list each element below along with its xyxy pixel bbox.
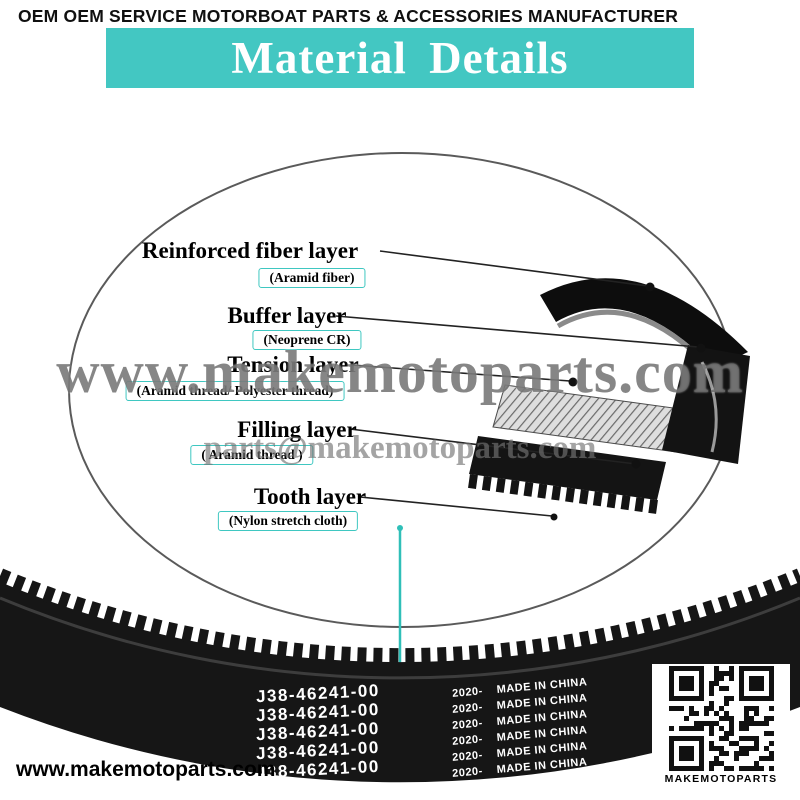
qr-code-label: MAKEMOTOPARTS — [664, 773, 778, 785]
belt-year-code: 2020- — [451, 765, 484, 780]
belt-origin: MADE IN CHINA — [496, 756, 588, 776]
layer-label-tension: Tension layer — [227, 352, 359, 377]
belt-year-code: 2020- — [451, 701, 484, 716]
material-details-banner: Material Details — [106, 28, 694, 88]
layer-material-tooth: (Nylon stretch cloth) — [217, 511, 359, 531]
layer-material-reinforced: (Aramid fiber) — [258, 268, 366, 288]
watermark-large: www.makemotoparts.com — [56, 339, 744, 405]
teal-connector-belt-dot — [393, 682, 407, 696]
layer-material-tension: (Aramid thread/ Polyester thread) — [125, 381, 345, 401]
watermark-small: parts@makemotoparts.com — [203, 430, 597, 466]
belt-year-code: 2020- — [451, 749, 484, 764]
belt-year-code: 2020- — [451, 717, 484, 732]
layer-label-reinforced: Reinforced fiber layer — [141, 238, 359, 263]
qr-block: MAKEMOTOPARTS — [652, 664, 790, 788]
belt-year-code: 2020- — [451, 685, 484, 700]
qr-code-pattern — [668, 666, 774, 771]
layer-label-tooth: Tooth layer — [253, 484, 367, 509]
banner-title: Material Details — [231, 32, 569, 83]
layer-material-filling: ( Aramid thread ) — [190, 445, 314, 465]
layer-label-buffer: Buffer layer — [227, 303, 347, 328]
footer-website: www.makemotoparts.com — [16, 758, 276, 781]
belt-year-code: 2020- — [451, 733, 484, 748]
page-header-text: OEM OEM SERVICE MOTORBOAT PARTS & ACCESS… — [18, 6, 679, 26]
layer-label-filling: Filling layer — [237, 417, 357, 442]
